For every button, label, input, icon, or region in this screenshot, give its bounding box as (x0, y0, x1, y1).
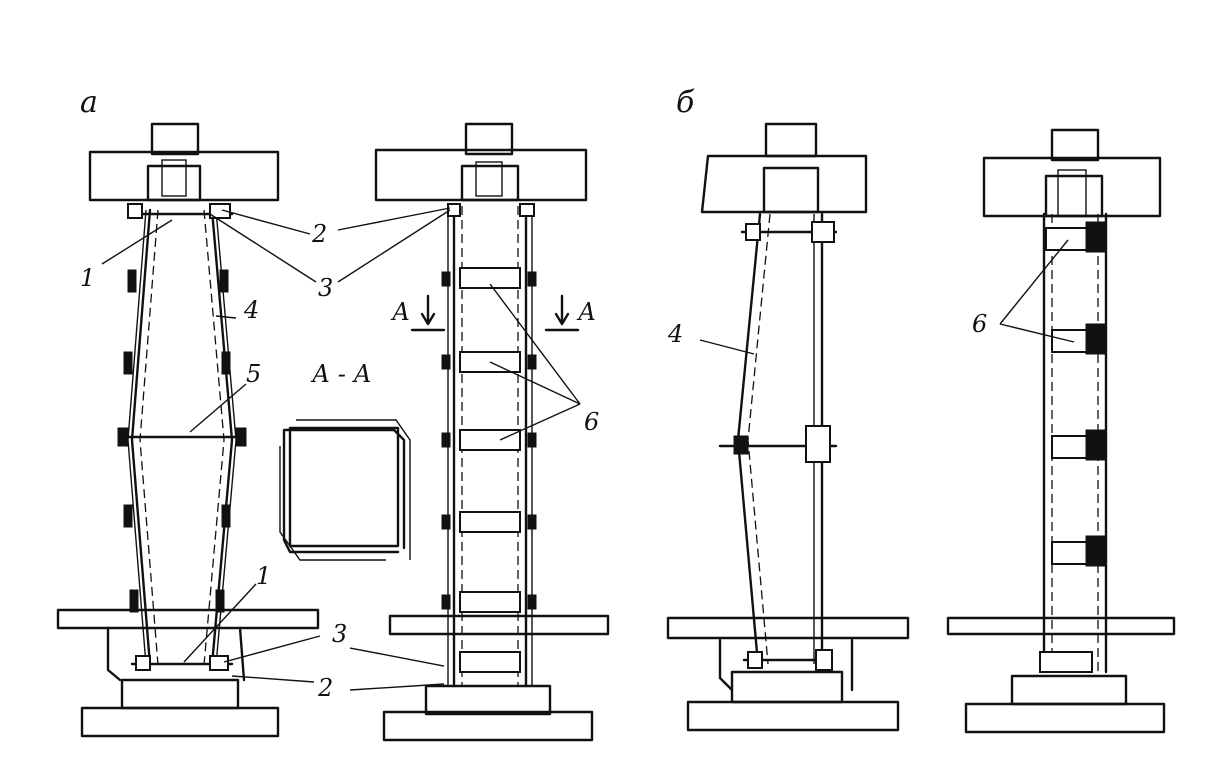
callout-4-b: 4 (667, 320, 683, 348)
callout-2-top: 2 (311, 220, 327, 248)
floor-slab (946, 616, 1176, 636)
top-slab (88, 150, 280, 202)
callout-3-top: 3 (318, 274, 333, 302)
column-b2 (946, 128, 1176, 734)
clamp (459, 267, 521, 289)
foundation-block (686, 700, 900, 732)
column-base (424, 684, 552, 716)
top-slab (982, 156, 1162, 218)
callout-6-a: 6 (584, 408, 599, 436)
column-base (120, 678, 240, 710)
upper-column-stub (464, 122, 514, 156)
column-a2 (374, 122, 610, 742)
upper-column-stub (1050, 128, 1100, 162)
foundation-block (382, 710, 594, 742)
upper-column-stub (764, 122, 818, 158)
foundation-block (80, 706, 280, 738)
column-a1 (56, 122, 320, 738)
clamp (459, 651, 521, 673)
column-b1 (666, 122, 910, 732)
callout-5: 5 (246, 360, 261, 388)
section-column-core (288, 426, 400, 548)
callout-4-a: 4 (243, 296, 259, 324)
callout-6-b: 6 (972, 310, 987, 338)
callout-3-bottom: 3 (332, 620, 347, 648)
section-a-a (279, 419, 411, 561)
top-slab (374, 148, 588, 202)
floor-slab (666, 616, 910, 640)
view-b-label: б (676, 85, 695, 120)
leader-lines (101, 207, 1075, 691)
foundation-block (964, 702, 1166, 734)
floor-slab (388, 614, 610, 636)
upper-column-stub (150, 122, 200, 156)
top-slab (700, 154, 868, 214)
section-mark-left: А (390, 298, 410, 326)
clamp (1039, 651, 1093, 673)
floor-slab (56, 608, 320, 630)
column-base (1010, 674, 1128, 706)
callout-1-top: 1 (80, 264, 95, 292)
labels: а б А - А А А 1 1 2 2 3 3 4 4 5 6 6 (80, 85, 987, 702)
clamp (459, 591, 521, 613)
column-base (730, 670, 844, 704)
view-a-label: а (80, 85, 98, 120)
section-title: А - А (310, 360, 372, 388)
clamp (459, 429, 521, 451)
callout-1-bottom: 1 (256, 562, 271, 590)
callout-2-bottom: 2 (317, 674, 333, 702)
straight-column-outline (452, 204, 528, 688)
clamp (459, 511, 521, 533)
section-mark-right: А (576, 298, 596, 326)
